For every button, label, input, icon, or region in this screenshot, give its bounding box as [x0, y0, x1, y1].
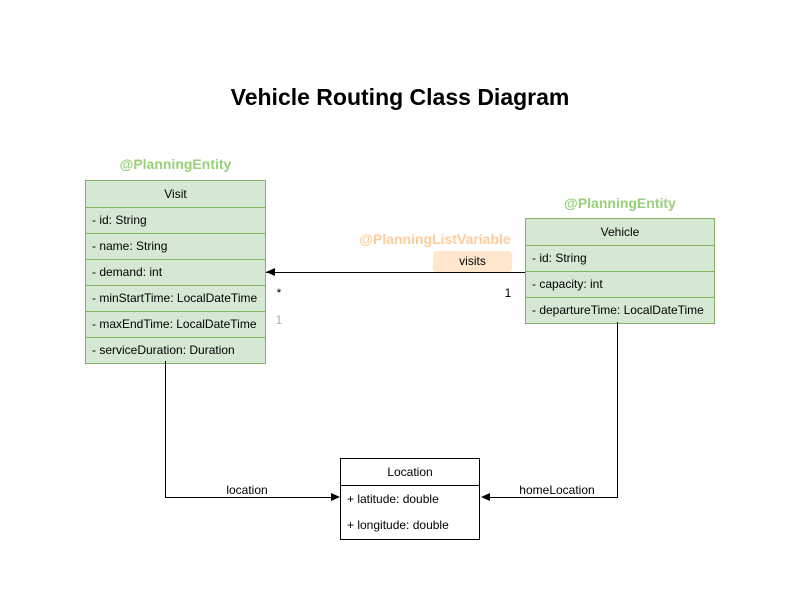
vehicle-attribute-id: - id: String — [526, 245, 714, 271]
class-name-location: Location — [387, 465, 433, 479]
class-box-location[interactable]: Location + latitude: double + longitude:… — [340, 458, 480, 540]
multiplicity-visit-side-alt: 1 — [275, 313, 283, 327]
class-box-vehicle[interactable]: Vehicle - id: String - capacity: int - d… — [525, 218, 715, 324]
vehicle-attribute-capacity: - capacity: int — [526, 271, 714, 297]
edge-label-location: location — [226, 483, 268, 497]
arrowhead-icon — [481, 493, 490, 501]
edge-vehicle-homelocation-horizontal[interactable] — [490, 497, 618, 498]
class-name-visit: Visit — [164, 187, 187, 201]
diagram-title: Vehicle Routing Class Diagram — [230, 84, 570, 110]
location-attribute-longitude: + longitude: double — [347, 518, 449, 532]
vehicle-planning-entity-annotation: @PlanningEntity — [564, 195, 676, 211]
location-attribute-latitude: + latitude: double — [341, 485, 479, 512]
multiplicity-vehicle-side: 1 — [504, 286, 512, 300]
edge-visit-location-vertical[interactable] — [165, 361, 166, 498]
class-name-vehicle: Vehicle — [600, 225, 640, 239]
visit-attribute-demand: - demand: int — [86, 259, 265, 285]
visit-attribute-service-duration: - serviceDuration: Duration — [86, 337, 265, 363]
visit-planning-entity-annotation: @PlanningEntity — [119, 156, 232, 172]
multiplicity-visit-side: * — [276, 286, 282, 300]
class-box-visit[interactable]: Visit - id: String - name: String - dema… — [85, 180, 266, 364]
planning-list-variable-annotation: @PlanningListVariable — [359, 231, 511, 247]
vehicle-attribute-departure-time: - departureTime: LocalDateTime — [526, 297, 714, 323]
arrowhead-icon — [266, 268, 275, 276]
visit-attribute-id: - id: String — [86, 207, 265, 233]
arrowhead-icon — [331, 493, 340, 501]
edge-vehicle-visits-visit[interactable] — [266, 272, 525, 273]
edge-vehicle-homelocation-vertical[interactable] — [617, 322, 618, 498]
edge-label-home-location: homeLocation — [519, 483, 595, 497]
edge-visit-location-horizontal[interactable] — [165, 497, 331, 498]
visit-attribute-min-start-time: - minStartTime: LocalDateTime — [86, 285, 265, 311]
edge-label-visits[interactable]: visits — [433, 251, 512, 272]
visit-attribute-max-end-time: - maxEndTime: LocalDateTime — [86, 311, 265, 337]
visit-attribute-name: - name: String — [86, 233, 265, 259]
